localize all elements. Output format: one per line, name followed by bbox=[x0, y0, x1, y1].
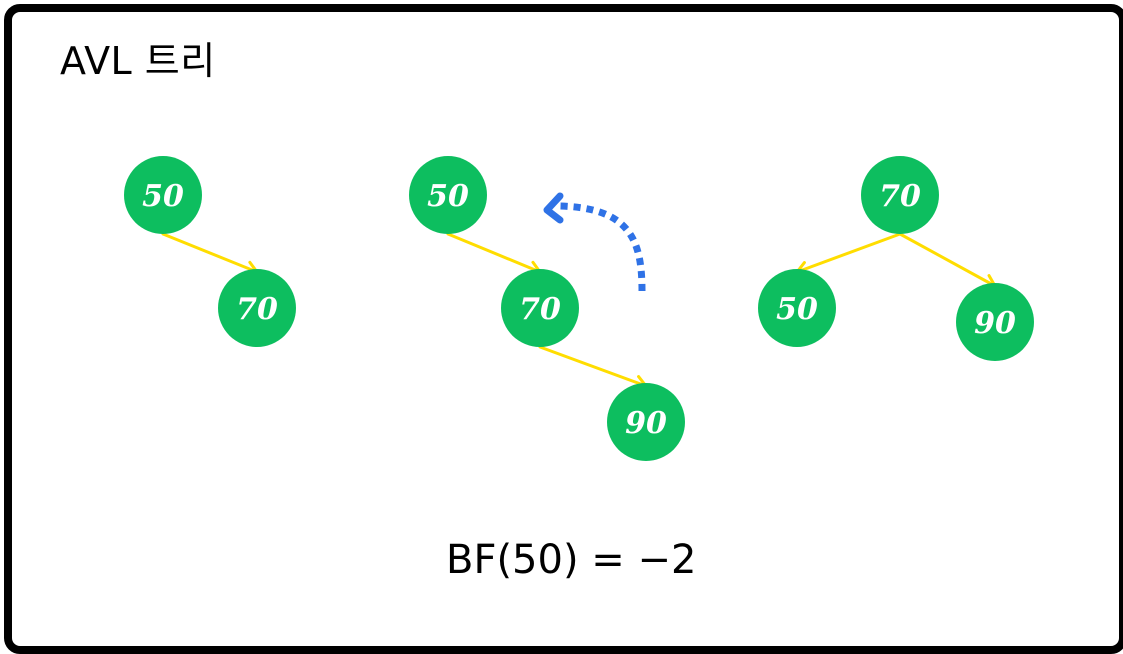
tree-edge-line bbox=[538, 345, 648, 388]
tree-node: 50 bbox=[409, 156, 487, 234]
tree-edge-arrow bbox=[538, 345, 648, 390]
tree-node-label: 50 bbox=[427, 179, 469, 214]
diagram-title: AVL 트리 bbox=[60, 39, 216, 83]
tree-node: 50 bbox=[758, 269, 836, 347]
rotation-arrow-path bbox=[559, 202, 646, 292]
tree-node-label: 70 bbox=[519, 292, 561, 327]
rotation-arrow-head bbox=[543, 192, 564, 224]
tree-node: 90 bbox=[607, 383, 685, 461]
tree-node: 90 bbox=[956, 283, 1034, 361]
tree-node-label: 50 bbox=[142, 179, 184, 214]
tree-node-circle bbox=[501, 269, 579, 347]
tree-node-label: 90 bbox=[625, 406, 667, 441]
tree-edge-arrow bbox=[795, 232, 902, 276]
tree-edge-line bbox=[898, 232, 997, 288]
rotation-arrow-icon bbox=[543, 192, 646, 292]
tree-edge-line bbox=[795, 232, 902, 274]
tree-edge-line bbox=[446, 232, 542, 274]
tree-node: 70 bbox=[501, 269, 579, 347]
tree-node-label: 70 bbox=[236, 292, 278, 327]
tree-edge-arrow bbox=[898, 232, 997, 289]
tree-edge-arrow bbox=[161, 232, 259, 276]
balance-factor-formula: BF(50) = −2 bbox=[446, 537, 697, 583]
tree-node-circle bbox=[124, 156, 202, 234]
tree-node-circle bbox=[956, 283, 1034, 361]
tree-node-label: 50 bbox=[776, 292, 818, 327]
tree-node-circle bbox=[409, 156, 487, 234]
tree-edge-line bbox=[161, 232, 259, 274]
tree-node-circle bbox=[607, 383, 685, 461]
tree-node-circle bbox=[218, 269, 296, 347]
tree-node-circle bbox=[758, 269, 836, 347]
nodes-layer: 50 70 50 70 90 70 50 90 bbox=[124, 156, 1034, 461]
tree-edge-arrow bbox=[446, 232, 542, 276]
tree-node-label: 90 bbox=[974, 306, 1016, 341]
tree-node: 50 bbox=[124, 156, 202, 234]
tree-node: 70 bbox=[218, 269, 296, 347]
tree-node-label: 70 bbox=[879, 179, 921, 214]
tree-node: 70 bbox=[861, 156, 939, 234]
tree-node-circle bbox=[861, 156, 939, 234]
